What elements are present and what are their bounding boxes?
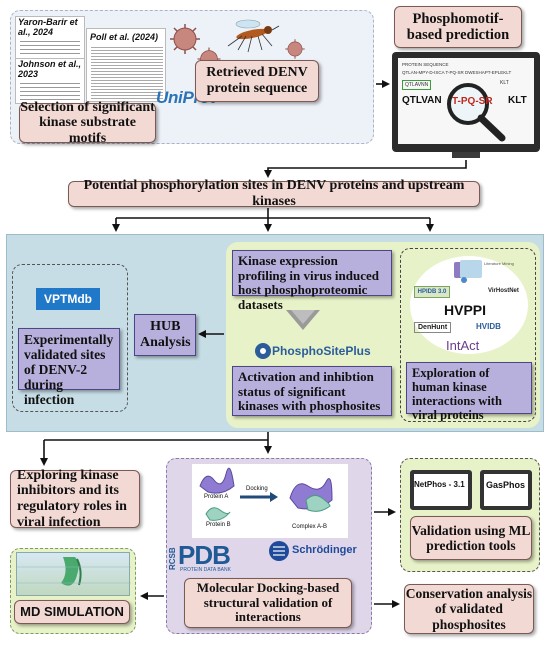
gasphos-label: GasPhos — [486, 480, 526, 490]
schrodinger-logo: Schrödinger — [292, 544, 357, 556]
md-simulation-box: MD SIMULATION — [14, 600, 130, 624]
right-sequence: KLT — [508, 95, 527, 106]
paper-lines — [20, 83, 80, 101]
mosquito-icon — [227, 19, 280, 53]
chevron-down-icon — [286, 310, 320, 330]
motif-small-a: QTLAVNN — [402, 80, 432, 90]
kinase-expression-box: Kinase expression profiling in virus ind… — [232, 250, 392, 311]
md-simulation-image — [16, 552, 131, 596]
activation-status-box: Activation and inhibtion status of signi… — [232, 366, 392, 416]
arrow-to-potential — [264, 160, 467, 178]
protein-b-label: Protein B — [206, 522, 231, 528]
magnifier-icon — [447, 83, 506, 142]
pdb-subtitle: PROTEIN DATA BANK — [180, 567, 231, 573]
netphos-monitor — [410, 470, 472, 510]
left-sequence: QTLVAN — [402, 95, 442, 106]
validation-ml-box: Validation using ML prediction tools — [410, 516, 532, 560]
md-structure — [17, 557, 131, 586]
exploration-box: Exploration of human kinase interactions… — [406, 362, 532, 422]
phosphositeplus-logo: PhosphoSitePlus — [272, 344, 371, 358]
vptmdb-logo: VPTMdb — [36, 288, 100, 310]
virhostnet-logo: VirHostNet — [488, 288, 519, 294]
complex-structure — [289, 478, 333, 512]
ref-poll: Poll et al. (2024) — [90, 32, 159, 42]
virus-icon — [170, 24, 200, 54]
protein-sequence-label: PROTEIN SEQUENCE — [402, 62, 449, 67]
intact-logo: IntAct — [446, 338, 480, 353]
hvidb-logo: HVIDB — [476, 322, 501, 331]
literature-label: Literature Mining — [484, 261, 514, 266]
virus-icon — [285, 39, 305, 59]
pdb-logo: PDB — [178, 540, 231, 570]
selection-motifs-box: Selection of significant kinase substrat… — [19, 99, 156, 146]
hub-analysis-box: HUB Analysis — [134, 314, 196, 356]
netphos-label: NetPhos - 3.1 — [414, 480, 465, 489]
complex-label: Complex A-B — [292, 524, 328, 530]
paper-thumbnail-poll — [86, 28, 166, 102]
database-panel — [400, 248, 536, 422]
retrieved-denv-box: Retrieved DENV protein sequence — [195, 60, 319, 102]
docking-arrow-label: Docking — [246, 486, 268, 492]
schrodinger-icon — [269, 541, 289, 561]
sequence-line: QTLAN-MPY-D-ISCA T-PQ-SR DWESHAPT-EPLEKL… — [402, 70, 512, 75]
monitor-stand — [452, 152, 480, 158]
paper-lines — [91, 47, 163, 99]
protein-b-structure — [205, 507, 231, 521]
hvppi-logo: HVPPI — [444, 302, 487, 318]
vptmdb-panel — [12, 264, 128, 412]
phosphomotif-box: Phosphomotif-based prediction — [394, 6, 522, 48]
paper-lines — [20, 41, 80, 57]
hpidb-logo: HPIDB 3.0 — [414, 286, 450, 298]
motif-small-b: KLT — [500, 80, 509, 86]
molecular-docking-box: Molecular Docking-based structural valid… — [184, 578, 352, 628]
gasphos-monitor — [480, 470, 532, 510]
exploring-inhibitors-box: Exploring kinase inhibitors and its regu… — [10, 468, 140, 530]
conservation-box: Conservation analysis of validated phosp… — [404, 584, 534, 634]
experimental-sites-box: Experimentally validated sites of DENV-2… — [18, 328, 120, 407]
protein-a-label: Protein A — [204, 494, 229, 500]
highlighted-motif: T-PQ-SR — [452, 96, 493, 107]
ref-johnson: Johnson et al., 2023 — [18, 59, 82, 79]
potential-sites-box: Potential phosphorylation sites in DENV … — [68, 178, 480, 209]
protein-a-structure — [199, 467, 235, 494]
docking-arrow-icon — [240, 492, 278, 502]
phosphositeplus-icon — [255, 343, 271, 359]
paper-thumbnail-yaron — [15, 16, 85, 60]
denhunt-logo: DenHunt — [414, 322, 452, 333]
literature-icon — [454, 260, 482, 283]
paper-thumbnail-johnson — [15, 58, 85, 104]
ref-yaron: Yaron-Barir et al., 2024 — [18, 17, 78, 37]
